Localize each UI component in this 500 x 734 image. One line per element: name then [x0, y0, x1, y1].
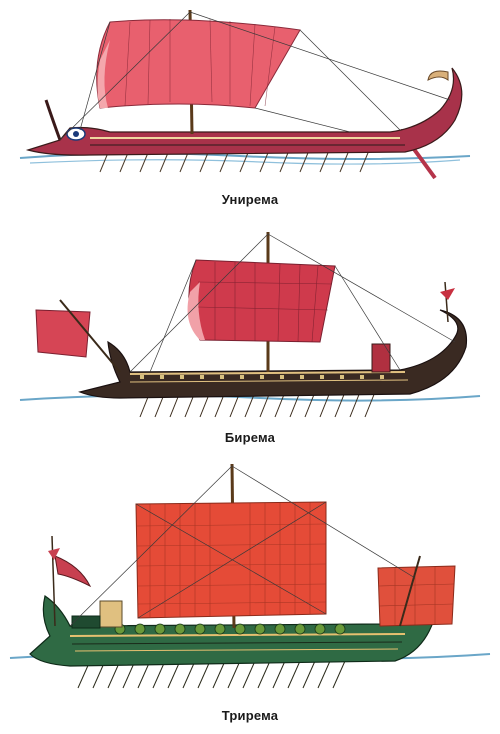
trireme-oars — [77, 660, 346, 689]
unireme-panel: Унирема — [0, 0, 500, 215]
bireme-illustration — [19, 232, 481, 418]
bireme-panel: Бирема — [0, 222, 500, 452]
trireme-label: Трирема — [221, 708, 279, 723]
bireme-rigging — [129, 233, 456, 373]
trireme-foresail — [377, 555, 456, 627]
trireme-stern-ornament — [48, 535, 92, 627]
trireme-illustration — [9, 463, 491, 689]
unireme-rigging — [59, 11, 451, 141]
bireme-label: Бирема — [224, 430, 276, 445]
trireme-panel: Трирема — [0, 456, 500, 734]
bireme-foresail — [35, 299, 121, 373]
bireme-pennant — [440, 281, 455, 323]
unireme-sail — [96, 18, 301, 109]
unireme-illustration — [19, 9, 471, 180]
bireme-sail — [187, 259, 336, 343]
unireme-hull — [25, 67, 463, 156]
trireme-rigging — [69, 465, 416, 627]
unireme-label: Унирема — [221, 192, 279, 207]
trireme-hull — [29, 577, 437, 667]
bireme-hull — [78, 309, 468, 399]
bireme-water — [19, 394, 481, 402]
